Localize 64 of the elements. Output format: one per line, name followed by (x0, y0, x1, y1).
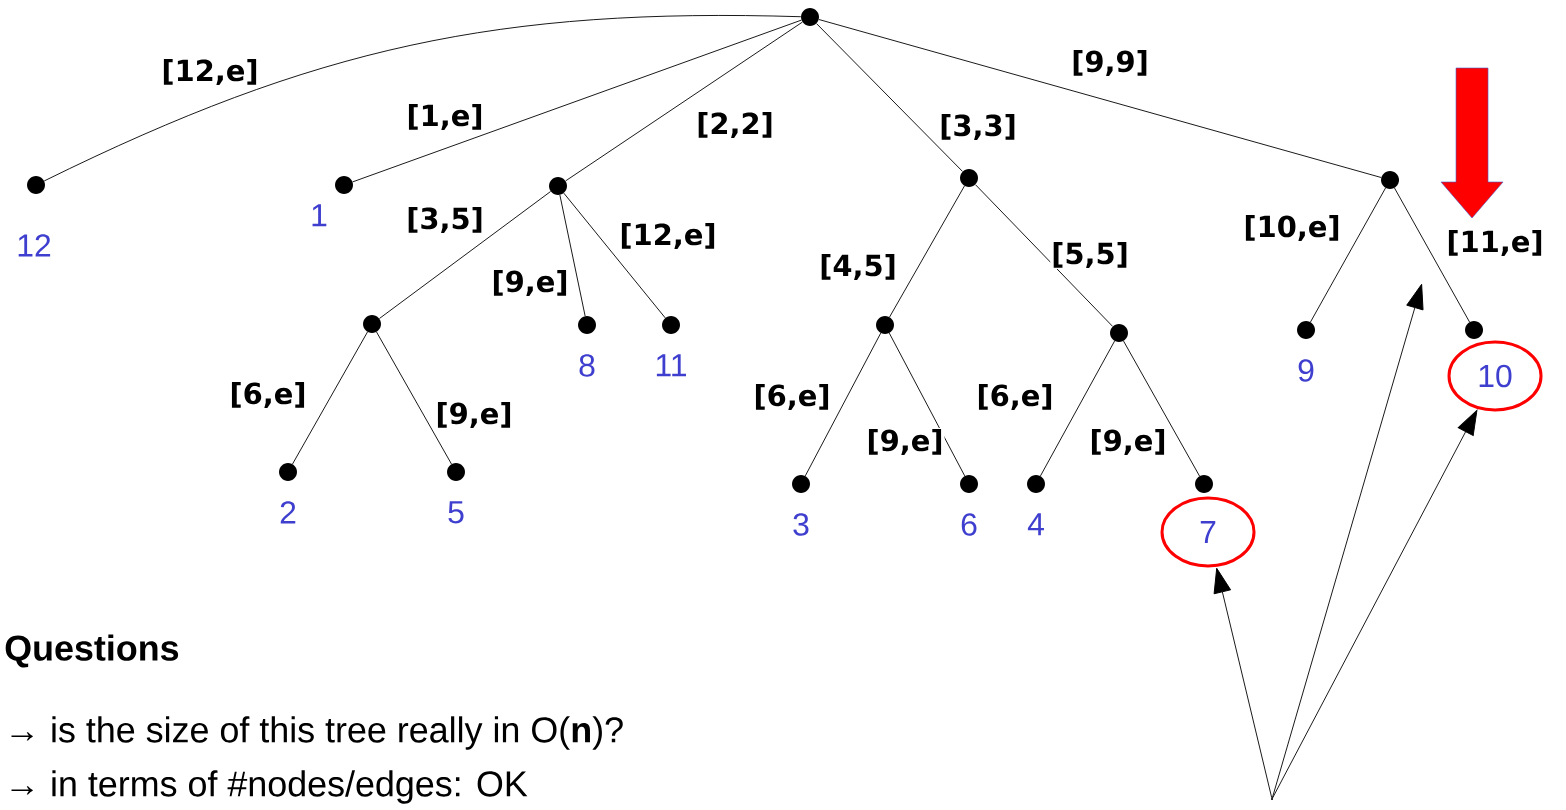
tree-edge (818, 19, 1382, 178)
leaf-number: 9 (1298, 359, 1314, 382)
edge-label: [6,e] (752, 383, 832, 412)
tree-edge (378, 191, 552, 319)
tree-edge (559, 194, 586, 317)
leaf-number: 8 (579, 354, 595, 377)
heading: Questions (5, 634, 179, 668)
circled-number: 7 (1160, 496, 1256, 568)
leaf-number: 2 (280, 501, 296, 524)
tree-edge (889, 185, 965, 318)
edge-label: [3,3] (938, 112, 1018, 142)
edge-label: [11,e] (1445, 229, 1545, 258)
edge-label: [6,e] (975, 383, 1055, 412)
tree-edge (563, 192, 666, 319)
question-text: → in terms of #nodes/edges: OK (11, 770, 528, 804)
edge-label: [4,5] (818, 253, 898, 282)
edge-label: [3,5] (405, 206, 485, 235)
tree-node (876, 316, 894, 334)
tree-edge (565, 21, 803, 182)
leaf-number: 3 (793, 513, 809, 536)
tree-edge (1310, 187, 1386, 323)
arrow (1272, 409, 1478, 799)
leaf-number: 5 (448, 501, 464, 524)
edge-label: [1,e] (405, 102, 485, 132)
edge-label: [10,e] (1242, 214, 1342, 243)
tree-edge (292, 331, 368, 465)
leaf-number: 6 (961, 513, 977, 536)
tree-edge (1040, 340, 1116, 477)
tree-node (1381, 171, 1399, 189)
edge-label: [9,e] (490, 269, 570, 298)
tree-edge (43, 15, 802, 182)
edge-label: [2,2] (695, 110, 775, 140)
edge-label: [9,e] (434, 401, 514, 430)
tree-edge (974, 184, 1114, 327)
tree-edge (1394, 187, 1470, 323)
leaf-number: 1 (312, 204, 327, 227)
edge-label: [12,e] (160, 57, 260, 87)
tree-node (549, 177, 567, 195)
tree-node (960, 169, 978, 187)
tree-node (801, 8, 819, 26)
tree-edge (804, 332, 882, 477)
tree-edge (816, 23, 963, 172)
tree-node (1195, 475, 1213, 493)
edge-label: [9,9] (1070, 48, 1150, 78)
leaf-number: 11 (656, 354, 686, 377)
arrow-origin (1271, 798, 1273, 800)
tree-node (1465, 321, 1483, 339)
tree-node (1110, 324, 1128, 342)
tree-node (363, 315, 381, 333)
tree-edge (376, 331, 452, 465)
leaf-number: 4 (1027, 513, 1044, 536)
arrow (1213, 567, 1273, 799)
edge-label: [12,e] (618, 222, 718, 251)
edge-label: [9,e] (865, 428, 945, 457)
tree-edge (352, 19, 802, 183)
edge-label: [5,5] (1050, 241, 1130, 270)
circled-number: 10 (1447, 340, 1543, 412)
leaf-number: 12 (18, 234, 51, 257)
edge-label: [6,e] (228, 381, 308, 410)
question-text: → is the size of this tree really in O(n)? (11, 716, 623, 750)
arrow (1271, 283, 1424, 799)
edge-label: [9,e] (1088, 428, 1168, 457)
tree-edge (1123, 340, 1200, 477)
tree-edge (888, 332, 966, 477)
